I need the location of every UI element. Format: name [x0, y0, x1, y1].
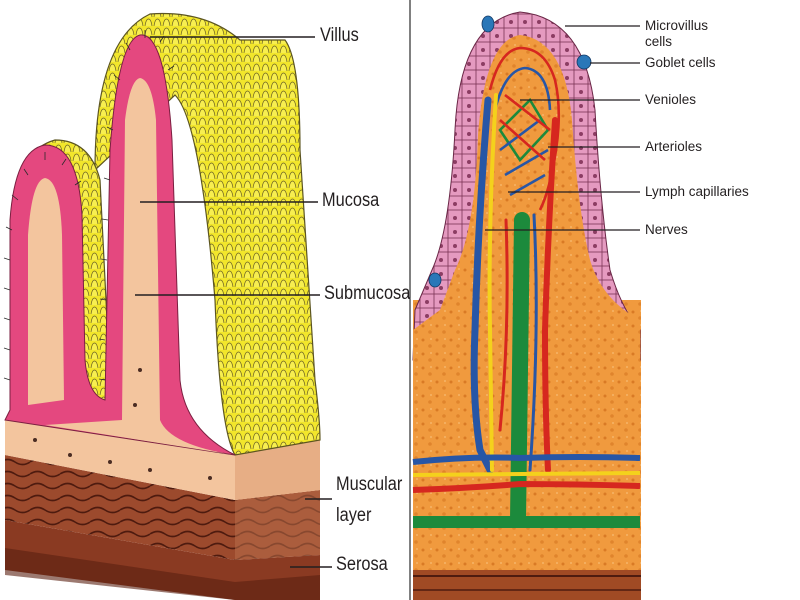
label-goblet-cells: Goblet cells	[645, 55, 716, 70]
right-panel	[412, 0, 800, 600]
label-arterioles: Arterioles	[645, 139, 703, 154]
microvilli-fringe	[3, 30, 175, 381]
submucosa-core-large	[45, 78, 235, 455]
label-lymph-capillaries: Lymph capillaries	[645, 184, 749, 199]
right-leader-lines	[485, 25, 640, 231]
label-muscular-line1: Muscular	[336, 474, 403, 495]
goblet-cells	[428, 15, 592, 288]
horizontal-vessels	[412, 454, 641, 528]
left-panel	[3, 0, 411, 600]
main-vessels	[470, 93, 558, 528]
label-mucosa: Mucosa	[322, 190, 380, 211]
label-nerves: Nerves	[645, 222, 688, 237]
label-muscular-line2: layer	[336, 505, 372, 526]
left-leader-lines	[135, 36, 332, 568]
label-villus: Villus	[320, 25, 359, 46]
capillary-network	[488, 46, 561, 211]
submucosa-core-small	[28, 178, 64, 405]
label-submucosa: Submucosa	[324, 283, 411, 304]
label-microvillus-line1: Microvillus	[645, 18, 709, 33]
muscle-band-right	[413, 570, 641, 600]
label-venioles: Venioles	[645, 92, 697, 107]
submucosa-cells	[33, 368, 212, 480]
label-serosa: Serosa	[336, 554, 388, 575]
label-microvillus-line2: cells	[645, 34, 673, 49]
villus-block-large	[94, 12, 321, 456]
